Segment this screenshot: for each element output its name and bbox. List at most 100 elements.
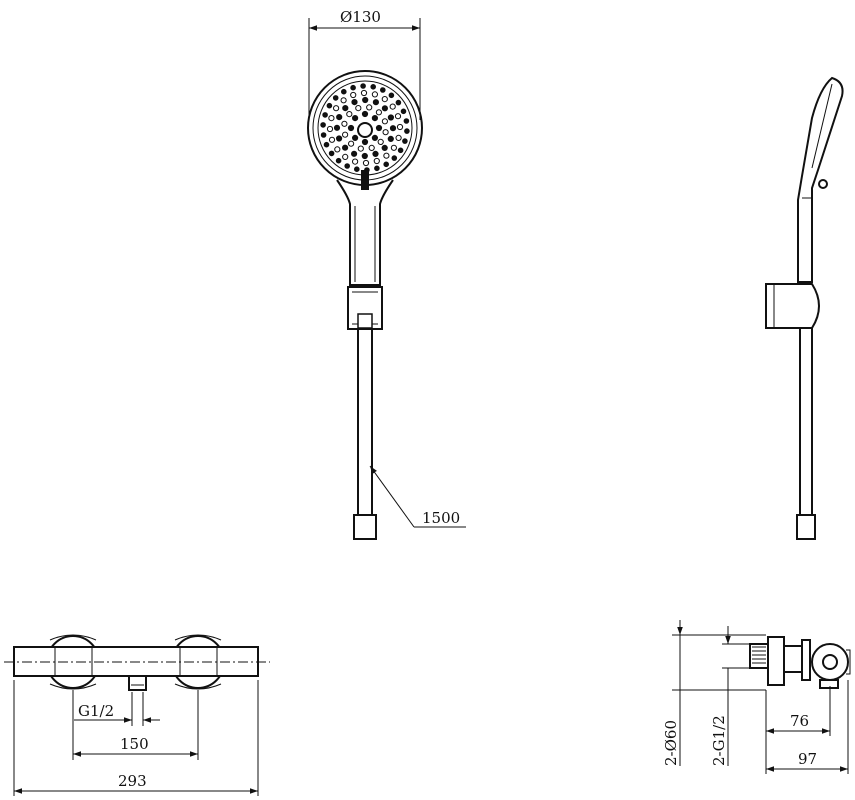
spray-nozzle: [390, 144, 397, 151]
spray-nozzle: [326, 125, 334, 133]
shower-head: [307, 70, 423, 190]
spray-nozzle: [352, 134, 359, 141]
spray-nozzle: [360, 83, 366, 89]
spray-nozzle: [383, 161, 390, 168]
spray-nozzle: [381, 96, 388, 103]
spray-nozzle: [320, 122, 326, 128]
spray-nozzle: [387, 135, 394, 142]
spray-nozzle: [335, 157, 342, 164]
spray-nozzle: [351, 150, 358, 157]
hose-length-label: 1500: [422, 509, 460, 527]
spray-nozzle: [336, 135, 343, 142]
shower-side-view: [765, 76, 844, 540]
spray-nozzle: [347, 124, 355, 132]
spray-nozzle: [389, 125, 397, 132]
spray-nozzle: [382, 129, 389, 136]
spray-nozzle: [360, 89, 368, 97]
spray-nozzle: [400, 108, 407, 115]
spray-nozzle: [342, 144, 349, 151]
inlet-spacing-label: 150: [120, 735, 149, 753]
spray-nozzle: [404, 128, 410, 134]
wall-holder: [347, 286, 383, 330]
spray-nozzle: [371, 115, 378, 122]
hose: [353, 330, 377, 540]
spray-nozzle: [351, 99, 358, 106]
spray-nozzle: [342, 105, 349, 112]
spray-nozzle: [366, 104, 373, 111]
valve-outlet: [128, 676, 147, 691]
spray-nozzle: [344, 163, 351, 169]
spray-nozzle: [387, 114, 394, 121]
side-offset-long-label: 97: [798, 750, 817, 768]
spray-nozzle: [403, 118, 410, 124]
spray-nozzle: [340, 97, 347, 104]
spray-nozzle: [341, 88, 347, 95]
spray-nozzle: [395, 134, 402, 141]
spray-nozzle: [361, 110, 369, 118]
valve-side-view: 2-Ø60 2-G1/2 76 97: [662, 620, 851, 774]
spray-nozzle: [342, 153, 349, 160]
spray-nozzle: [362, 96, 369, 104]
spray-nozzle: [381, 118, 388, 125]
side-offset-short-label: 76: [790, 712, 809, 730]
spray-nozzle: [328, 115, 335, 122]
spray-nozzle: [368, 144, 375, 151]
spray-nozzle: [352, 115, 359, 122]
spray-nozzle: [333, 105, 340, 112]
valve-front-view: G1/2 150 293: [4, 634, 270, 796]
spray-nozzle: [375, 109, 382, 116]
spray-nozzle: [322, 112, 328, 118]
spray-nozzle: [377, 138, 384, 145]
spray-nozzle: [332, 95, 339, 101]
spray-nozzle: [380, 87, 386, 93]
spray-nozzle: [346, 111, 353, 118]
spray-nozzle: [361, 138, 369, 146]
spray-nozzle: [381, 144, 388, 151]
spray-nozzle: [362, 159, 370, 167]
spray-nozzle: [402, 138, 408, 144]
spray-nozzle: [396, 123, 404, 131]
spray-nozzle: [336, 114, 343, 121]
shower-front-view: Ø130 1500: [307, 8, 466, 540]
spray-nozzle: [395, 99, 402, 106]
valve-side-body: [749, 636, 851, 689]
shower-handle: [336, 179, 394, 286]
spray-nozzle: [391, 155, 398, 161]
head-diameter-label: Ø130: [340, 8, 381, 26]
spray-nozzle: [341, 120, 348, 127]
spray-nozzle: [354, 166, 360, 172]
inlet-thread-label: G1/2: [78, 702, 114, 720]
spray-nozzle: [389, 103, 396, 110]
spray-nozzle: [323, 141, 330, 148]
spray-nozzle: [388, 92, 395, 99]
spray-nozzle: [371, 134, 378, 141]
spray-nozzles: [320, 83, 410, 173]
side-diameter-label: 2-Ø60: [662, 720, 680, 766]
spray-nozzle: [371, 91, 378, 98]
spray-nozzle: [352, 158, 359, 165]
spray-nozzle: [328, 150, 335, 157]
spray-nozzle: [370, 84, 377, 90]
spray-nozzle: [320, 132, 327, 138]
spray-nozzle: [355, 105, 362, 112]
spray-nozzle: [397, 147, 404, 154]
spray-nozzle: [350, 84, 356, 91]
spray-nozzle: [334, 146, 341, 153]
spray-nozzle: [381, 105, 388, 112]
spray-nozzle: [326, 102, 333, 109]
spray-nozzle: [328, 136, 336, 143]
spray-nozzle: [361, 152, 368, 160]
spray-nozzle: [350, 91, 357, 99]
spray-nozzle: [348, 140, 355, 147]
spray-nozzle: [394, 113, 402, 120]
spray-nozzle: [373, 157, 380, 165]
spray-nozzle: [357, 145, 364, 152]
side-thread-label: 2-G1/2: [710, 715, 728, 766]
spray-nozzle: [372, 150, 379, 157]
spray-nozzle: [375, 124, 383, 132]
spray-nozzle: [372, 99, 379, 106]
spray-nozzle: [383, 152, 390, 159]
spray-nozzle: [374, 165, 380, 172]
spray-nozzle: [333, 124, 341, 131]
